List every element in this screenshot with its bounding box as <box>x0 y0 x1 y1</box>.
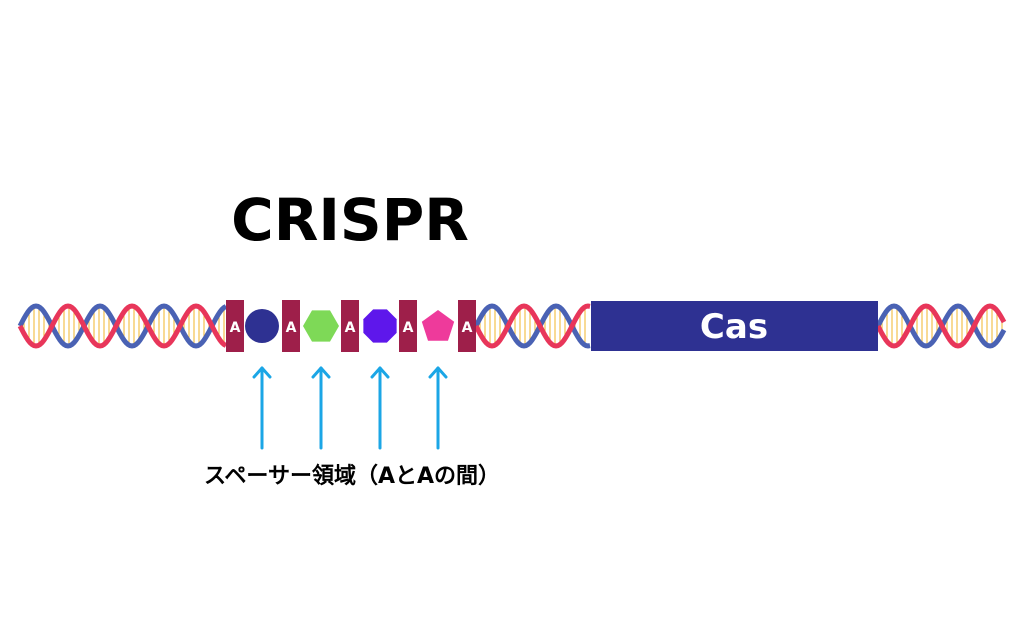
diagram-title: CRISPR <box>231 186 469 254</box>
dna-helix-right <box>875 303 1007 349</box>
repeat-rect <box>399 300 417 352</box>
repeat-rect <box>341 300 359 352</box>
spacer-hexagon <box>303 310 339 342</box>
repeat-rect <box>458 300 476 352</box>
spacer-pentagon <box>421 310 455 341</box>
repeat-block: A <box>458 300 476 352</box>
repeat-block: A <box>341 300 359 352</box>
up-arrow <box>370 366 390 450</box>
spacer-circle <box>245 309 279 343</box>
spacer-octagon <box>363 309 397 343</box>
dna-strand-red <box>17 303 228 349</box>
spacer-caption: スペーサー領域（AとAの間） <box>204 463 500 489</box>
dna-strand-blue <box>17 303 228 349</box>
repeat-rect <box>282 300 300 352</box>
repeat-label: A <box>345 320 356 336</box>
up-arrow <box>311 366 331 450</box>
repeat-block: A <box>226 300 244 352</box>
repeat-label: A <box>286 320 297 336</box>
repeat-block: A <box>399 300 417 352</box>
dna-strand-red <box>875 303 1007 349</box>
dna-helix-left <box>17 303 228 349</box>
cas-label: Cas <box>700 307 768 347</box>
cas-block <box>591 301 878 351</box>
repeat-label: A <box>462 320 473 336</box>
up-arrow <box>428 366 448 450</box>
dna-helix-middle <box>473 303 591 349</box>
dna-strand-red <box>473 303 591 349</box>
repeat-block: A <box>282 300 300 352</box>
repeat-label: A <box>403 320 414 336</box>
cas-gene: Cas <box>591 301 878 351</box>
spacer-arrows <box>252 366 448 450</box>
repeat-rect <box>226 300 244 352</box>
up-arrow <box>252 366 272 450</box>
repeat-label: A <box>230 320 241 336</box>
